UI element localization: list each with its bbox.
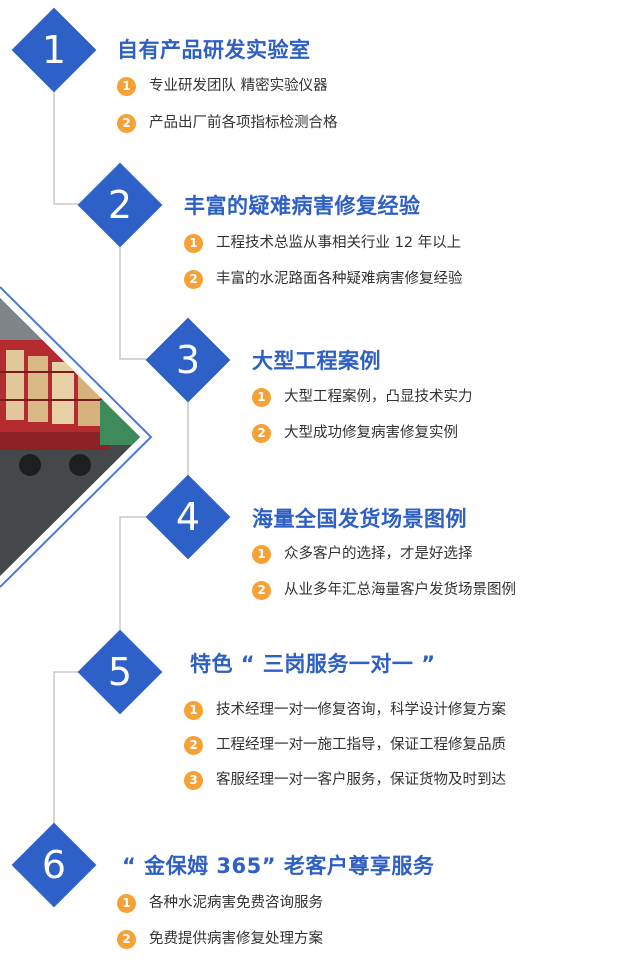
item-text: 免费提供病害修复处理方案 [149, 931, 323, 947]
item-text: 从业多年汇总海量客户发货场景图例 [284, 582, 516, 598]
item-text: 工程经理一对一施工指导，保证工程修复品质 [216, 737, 506, 753]
step-6-diamond: 6 [11, 822, 97, 908]
step-3-diamond: 3 [145, 317, 231, 403]
step-2-diamond: 2 [77, 162, 163, 248]
step-number: 3 [175, 338, 201, 382]
bullet-number: 1 [117, 894, 136, 913]
photo-frame-line [0, 286, 153, 588]
section-6-title: “ 金保姆 365” 老客户尊享服务 [122, 854, 435, 878]
bullet-number: 2 [252, 424, 271, 443]
bullet-number: 1 [184, 234, 203, 253]
connector-2-3 [119, 243, 150, 360]
item-text: 产品出厂前各项指标检测合格 [149, 115, 338, 131]
bullet-number: 1 [184, 701, 203, 720]
connector-5-6 [53, 671, 82, 824]
section-1-title: 自有产品研发实验室 [117, 38, 311, 62]
bullet-number: 2 [252, 581, 271, 600]
item-text: 技术经理一对一修复咨询，科学设计修复方案 [216, 702, 506, 718]
bullet-number: 2 [184, 270, 203, 289]
step-1-diamond: 1 [11, 7, 97, 93]
section-5-title: 特色 “ 三岗服务一对一 ” [190, 652, 436, 676]
step-number: 4 [175, 495, 201, 539]
item-text: 众多客户的选择，才是好选择 [284, 546, 473, 562]
section-3-title: 大型工程案例 [252, 349, 381, 373]
item-text: 工程技术总监从事相关行业 12 年以上 [216, 235, 462, 251]
bullet-number: 3 [184, 771, 203, 790]
step-number: 2 [107, 183, 133, 227]
step-number: 1 [41, 28, 67, 72]
item-text: 丰富的水泥路面各种疑难病害修复经验 [216, 271, 463, 287]
step-5-diamond: 5 [77, 629, 163, 715]
bullet-number: 1 [117, 77, 136, 96]
section-4-title: 海量全国发货场景图例 [252, 507, 467, 531]
item-text: 大型成功修复病害修复实例 [284, 425, 458, 441]
bullet-number: 2 [117, 114, 136, 133]
item-text: 各种水泥病害免费咨询服务 [149, 895, 323, 911]
step-number: 6 [41, 843, 67, 887]
bullet-number: 2 [184, 736, 203, 755]
bullet-number: 1 [252, 545, 271, 564]
bullet-number: 2 [117, 930, 136, 949]
step-number: 5 [107, 650, 133, 694]
bullet-number: 1 [252, 388, 271, 407]
step-4-diamond: 4 [145, 474, 231, 560]
item-text: 大型工程案例，凸显技术实力 [284, 389, 473, 405]
item-text: 客服经理一对一客户服务，保证货物及时到达 [216, 772, 506, 788]
connector-1-2 [53, 88, 82, 205]
section-2-title: 丰富的疑难病害修复经验 [184, 194, 421, 218]
item-text: 专业研发团队 精密实验仪器 [149, 78, 328, 94]
connector-4-5 [119, 516, 150, 632]
